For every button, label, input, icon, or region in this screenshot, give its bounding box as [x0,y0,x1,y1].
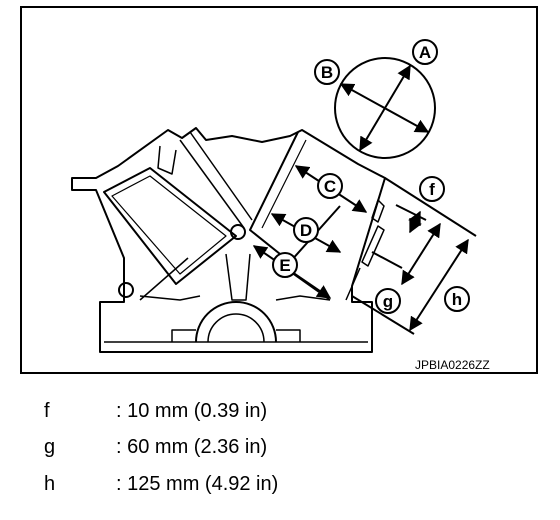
legend-row-f: f : 10 mm (0.39 in) [0,396,560,426]
svg-text:g: g [383,292,393,311]
callout-g: g [375,288,401,314]
cylinder-block-diagram: A B C D E f g h JPBIA0226ZZ [71,39,490,372]
legend-key: g [44,436,56,458]
callout-a: A [412,39,438,65]
center-bolt-hole [230,224,246,240]
legend-value: : 60 mm (2.36 in) [116,436,268,458]
dimension-line-g [401,222,441,286]
crank-journal [195,301,277,343]
callout-f: f [419,176,445,202]
cylinder-block-section [71,127,386,353]
legend-value: : 125 mm (4.92 in) [116,473,279,495]
legend-value: : 10 mm (0.39 in) [116,400,268,422]
legend-row-g: g : 60 mm (2.36 in) [0,432,560,462]
svg-text:A: A [419,43,431,62]
depth-dimensions [351,177,477,335]
left-bolt-hole [118,282,134,298]
svg-text:h: h [452,290,462,309]
svg-text:f: f [429,180,435,199]
svg-text:D: D [300,221,312,240]
bore-measurement [334,57,436,159]
figure-code: JPBIA0226ZZ [415,358,490,372]
legend-key: f [44,400,50,422]
bore-circle [334,57,436,159]
callout-b: B [314,59,340,85]
svg-text:C: C [324,177,336,196]
block-outline [71,127,386,353]
measure-line-b [339,83,430,133]
left-bore [103,167,237,285]
callout-h: h [444,286,470,312]
callout-d: D [293,217,319,243]
svg-text:B: B [321,63,333,82]
legend-key: h [44,473,56,495]
dimension-line-h [409,238,469,332]
callout-e: E [272,252,298,278]
svg-text:E: E [279,256,290,275]
legend-row-h: h : 125 mm (4.92 in) [0,469,560,499]
callout-c: C [317,173,343,199]
